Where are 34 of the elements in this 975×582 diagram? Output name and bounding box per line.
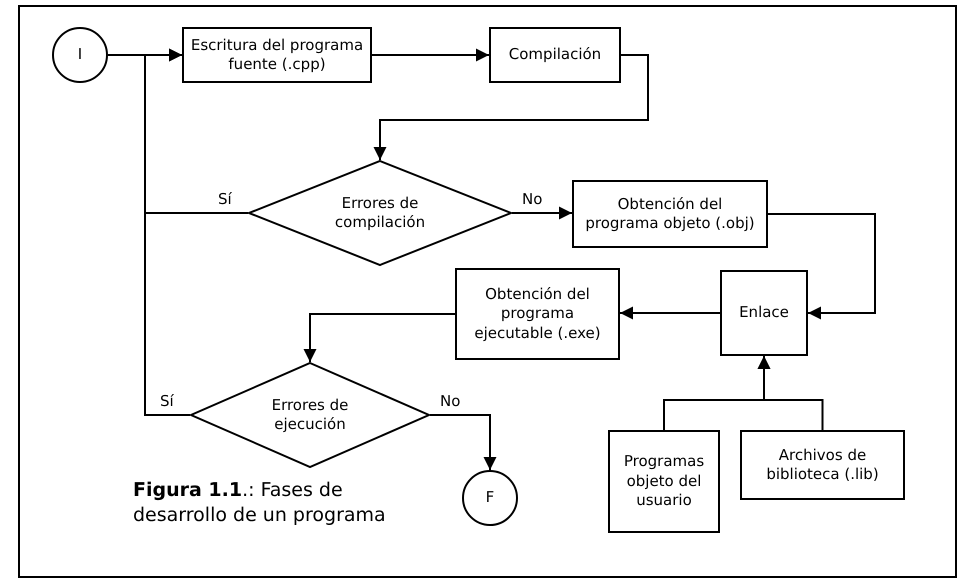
edge-label: No bbox=[520, 191, 544, 208]
process-box bbox=[720, 270, 808, 356]
arrow bbox=[758, 356, 824, 430]
arrow bbox=[144, 48, 190, 416]
node-text: Archivos de biblioteca (.lib) bbox=[765, 446, 880, 484]
edge-label: No bbox=[438, 393, 462, 410]
node-text: Compilación bbox=[508, 45, 602, 65]
arrow bbox=[304, 313, 455, 362]
arrow bbox=[430, 414, 496, 470]
node-text: Obtención del programa ejecutable (.exe) bbox=[473, 284, 602, 344]
process-box bbox=[740, 430, 905, 500]
arrow bbox=[512, 206, 572, 220]
arrow bbox=[372, 48, 489, 62]
node-text: I bbox=[78, 45, 82, 65]
arrow bbox=[768, 213, 876, 320]
process-box bbox=[608, 430, 720, 533]
node-text: F bbox=[486, 488, 494, 508]
process-box bbox=[455, 268, 620, 360]
process-box bbox=[572, 180, 768, 248]
node-text: Errores de compilación bbox=[334, 194, 426, 232]
node-text: Escritura del programa fuente (.cpp) bbox=[190, 36, 364, 74]
process-box bbox=[489, 27, 621, 83]
node-text: Errores de ejecución bbox=[270, 396, 350, 434]
node-text: Obtención del programa objeto (.obj) bbox=[584, 194, 756, 234]
arrow bbox=[620, 306, 720, 320]
decision-diamond bbox=[248, 160, 512, 266]
arrow bbox=[374, 54, 649, 160]
edge-label: Sí bbox=[216, 191, 234, 208]
figure-caption: Figura 1.1.: Fases de desarrollo de un programa bbox=[133, 478, 387, 528]
process-box bbox=[182, 27, 372, 83]
edge-label: Sí bbox=[158, 393, 176, 410]
node-text: Programas objeto del usuario bbox=[622, 452, 706, 511]
node-text: Enlace bbox=[739, 303, 789, 323]
decision-diamond bbox=[190, 362, 430, 468]
